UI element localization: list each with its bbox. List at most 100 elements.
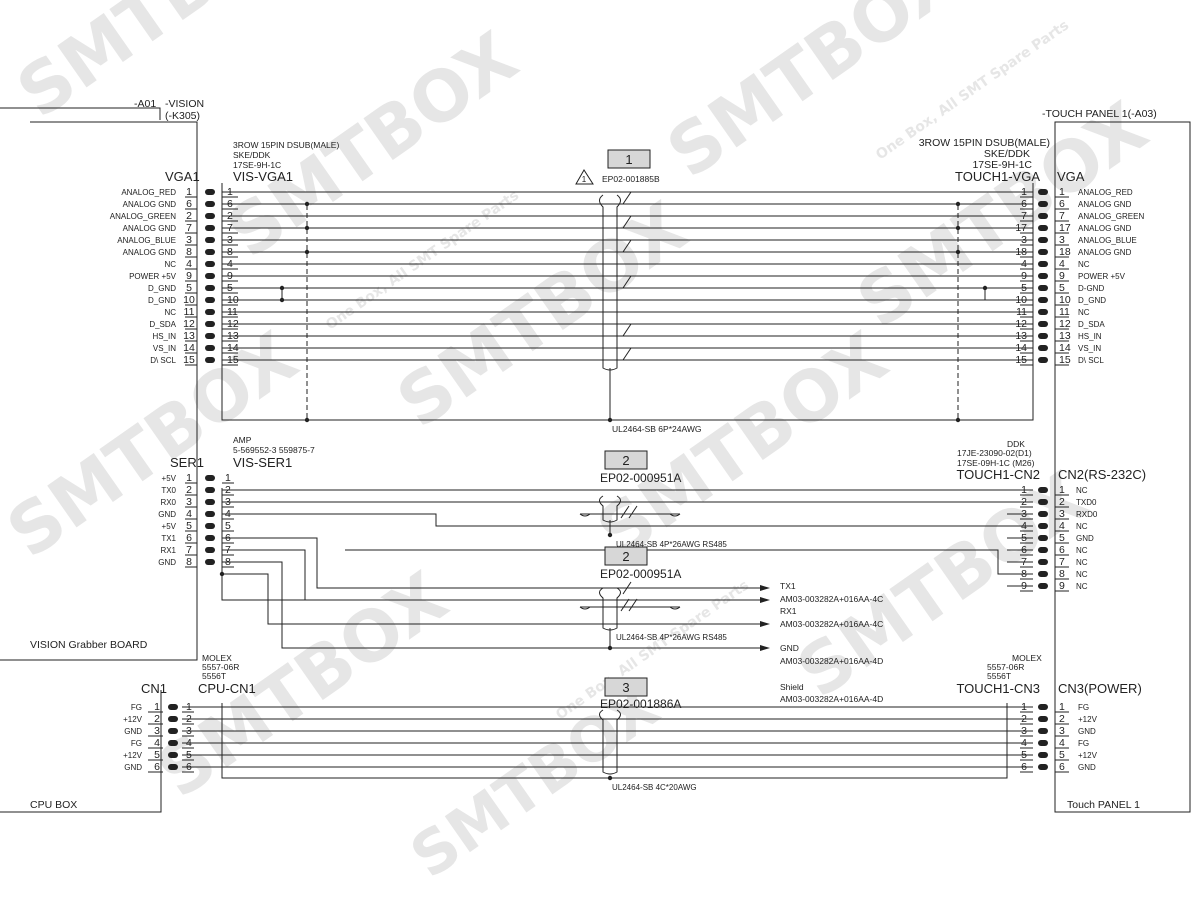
touch1-vga-pin-number: 9: [1021, 270, 1027, 282]
touch1-vga-pin-number: 6: [1021, 198, 1027, 210]
ser1-plug: [205, 499, 215, 505]
vga1-signal-label: ANALOG GND: [123, 248, 177, 257]
touch-cn2-signal-label: NC: [1076, 522, 1088, 531]
vga1-pin-number: 6: [186, 198, 192, 210]
vga1-plug: [205, 357, 215, 363]
touch-vga-plug: [1038, 309, 1048, 315]
ser1-pin-number: 7: [186, 544, 192, 556]
vga1-pin-number: 3: [186, 234, 192, 246]
touch1-vga-label: TOUCH1-VGA: [955, 169, 1040, 184]
junction-dot: [304, 225, 310, 231]
cn1-connector-label: CN1: [141, 681, 167, 696]
touch-cn3-pin-number: 3: [1059, 725, 1065, 737]
arrow-icon: [760, 645, 770, 651]
watermark-text: SMTBOX: [653, 0, 972, 194]
vga1-pin-number: 1: [186, 186, 192, 198]
vga1-plug: [205, 213, 215, 219]
touch-cn2-pin-number: 3: [1059, 508, 1065, 520]
touch1-cn3-label: TOUCH1-CN3: [956, 681, 1040, 696]
touch1-cn3-pin-number: 3: [1021, 725, 1027, 737]
ser1-pin-number: 4: [186, 508, 192, 520]
touch-vga-signal-label: NC: [1078, 260, 1090, 269]
touch1-cn3-pin-number: 2: [1021, 713, 1027, 725]
touch-vga-pin-number: 15: [1059, 354, 1071, 366]
touch-cn2-pin-number: 1: [1059, 484, 1065, 496]
touch-vga-plug: [1038, 333, 1048, 339]
touch-vga-signal-label: HS_IN: [1078, 332, 1102, 341]
vis-vga1-label: VIS-VGA1: [233, 169, 293, 184]
cn1-signal-label: +12V: [123, 751, 143, 760]
touch-vga-signal-label: ANALOG GND: [1078, 200, 1132, 209]
touch-cn2-plug: [1038, 535, 1048, 541]
vision-box-edge: [0, 121, 198, 661]
vga1-connector-label: VGA1: [165, 169, 200, 184]
cn1-signal-label: FG: [131, 739, 142, 748]
junction-dot: [607, 645, 613, 651]
touch-vga-pin-number: 17: [1059, 222, 1071, 234]
touch-box-label: Touch PANEL 1: [1067, 799, 1140, 811]
touch1-cn3-pin-number: 1: [1021, 701, 1027, 713]
cn1-signal-label: GND: [124, 727, 142, 736]
cable3-shield: [599, 709, 621, 775]
cn1-pin-number: 5: [154, 749, 160, 761]
touch-vga-pin-number: 9: [1059, 270, 1065, 282]
cable1-number: 1: [625, 152, 632, 167]
touch-vga-signal-label: POWER +5V: [1078, 272, 1126, 281]
touch-cn3-pin-number: 4: [1059, 737, 1065, 749]
touch-vga-plug: [1038, 213, 1048, 219]
touch-cn2-signal-label: NC: [1076, 570, 1088, 579]
vga1-spec-line: SKE/DDK: [233, 150, 271, 160]
junction-dot: [279, 297, 285, 303]
touch-cn3-signal-label: FG: [1078, 739, 1089, 748]
vga1-pin-number: 11: [184, 306, 195, 318]
touch-cn2-pin-number: 6: [1059, 544, 1065, 556]
vga1-signal-label: HS_IN: [152, 332, 176, 341]
vga1-signal-label: D_GND: [148, 284, 176, 293]
cn1-signal-label: +12V: [123, 715, 143, 724]
touch1-vga-pin-number: 7: [1021, 210, 1027, 222]
vga1-signal-label: ANALOG_GREEN: [110, 212, 176, 221]
ser1-pin-number: 2: [186, 484, 192, 496]
vga1-plug: [205, 237, 215, 243]
touch-vga-plug: [1038, 189, 1048, 195]
vga1-signal-label: ANALOG GND: [123, 224, 177, 233]
watermark-text: SMTBOX: [383, 186, 702, 444]
cn1-plug: [168, 704, 178, 710]
watermark-text: SMTBOX: [3, 0, 322, 134]
touch-title: -TOUCH PANEL 1(-A03): [1042, 108, 1157, 120]
ser-wire-rx1: [222, 549, 760, 601]
watermark-text: SMTBOX: [583, 316, 902, 574]
arrow-icon: [760, 621, 770, 627]
cn1-plug: [168, 728, 178, 734]
vga1-plug: [205, 261, 215, 267]
cn1-pin-number: 3: [154, 725, 160, 737]
touch-cn2-pin-number: 9: [1059, 580, 1065, 592]
vga1-pin-number: 12: [183, 318, 195, 330]
touch-vga-pin-number: 12: [1059, 318, 1071, 330]
touch-cn2-signal-label: TXD0: [1076, 498, 1097, 507]
junction-dot: [955, 417, 961, 423]
vga1-plug: [205, 189, 215, 195]
touch-vga-plug: [1038, 321, 1048, 327]
touch-cn3-signal-label: FG: [1078, 703, 1089, 712]
twist-mark: [622, 347, 632, 361]
twist-mark: [628, 505, 638, 519]
touch-vga-plug: [1038, 225, 1048, 231]
ser1-signal-label: +5V: [162, 522, 177, 531]
twist-mark: [622, 215, 632, 229]
twist-mark: [622, 275, 632, 289]
junction-dot: [607, 532, 613, 538]
touch-vga-signal-label: ANALOG GND: [1078, 248, 1132, 257]
vga1-plug: [205, 273, 215, 279]
ser1-signal-label: +5V: [162, 474, 177, 483]
junction-dot: [607, 417, 613, 423]
cn1-pin-number: 6: [154, 761, 160, 773]
touch-vga-spec-line: SKE/DDK: [984, 148, 1030, 160]
touch-cn3-plug: [1038, 740, 1048, 746]
touch1-vga-pin-number: 15: [1015, 354, 1027, 366]
junction-dot: [955, 249, 961, 255]
touch1-vga-pin-number: 4: [1021, 258, 1027, 270]
touch-vga-plug: [1038, 285, 1048, 291]
